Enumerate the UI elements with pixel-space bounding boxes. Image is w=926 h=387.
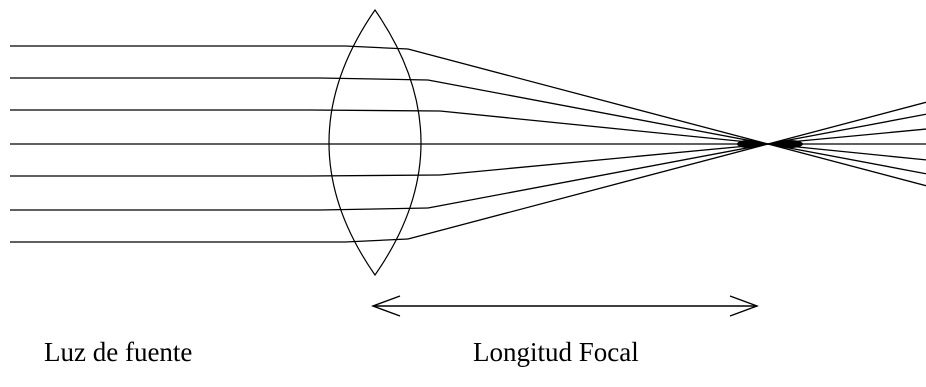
diverging-ray <box>767 101 926 145</box>
refracted-ray <box>407 143 769 240</box>
incoming-rays <box>10 45 441 243</box>
in-lens-ray <box>319 77 429 81</box>
arrow-head-left <box>370 295 401 317</box>
focal-point-left <box>737 140 759 148</box>
refracted-ray <box>439 110 769 145</box>
focal-length-arrow <box>370 295 760 317</box>
refracted-ray <box>407 48 769 145</box>
focal-length-label: Longitud Focal <box>473 337 639 367</box>
source-light-label: Luz de fuente <box>44 337 193 367</box>
diverging-ray <box>767 143 926 175</box>
diverging-ray <box>767 143 926 187</box>
refracted-ray <box>427 143 769 209</box>
diverging-ray <box>767 113 926 145</box>
focal-point-right <box>777 140 803 148</box>
arrow-head-right <box>729 295 760 317</box>
lens-outline <box>328 8 422 277</box>
in-lens-ray <box>319 207 429 211</box>
in-lens-ray <box>308 109 441 112</box>
in-lens-ray <box>308 174 441 177</box>
in-lens-ray <box>344 45 409 50</box>
refracted-ray <box>439 143 769 176</box>
refracted-rays <box>407 48 769 240</box>
in-lens-ray <box>344 238 409 243</box>
refracted-ray <box>427 79 769 145</box>
